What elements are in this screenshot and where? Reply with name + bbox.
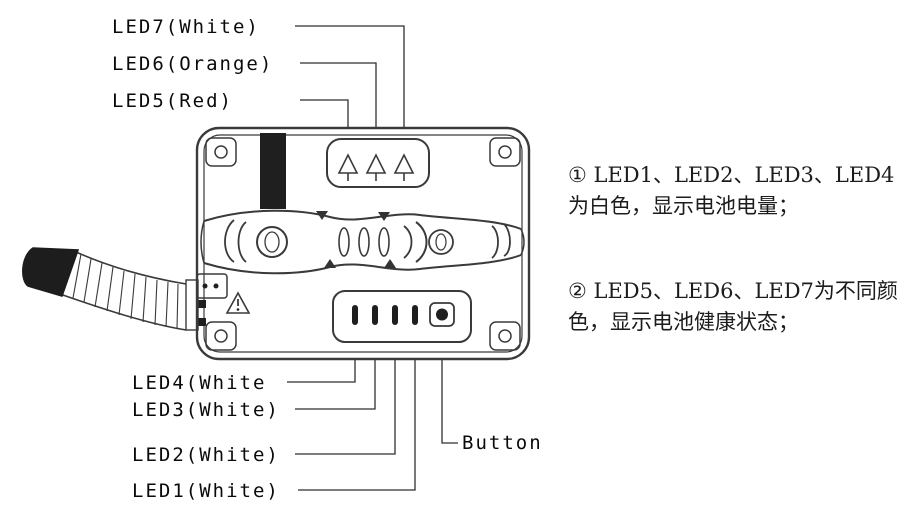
led7-leader-line	[295, 25, 405, 153]
led2-leader-line	[295, 327, 396, 455]
strap-tooth	[378, 212, 390, 221]
top-led-slot	[326, 138, 430, 188]
corner-screw-top-left	[205, 137, 237, 167]
note-2-line-1: ② LED5、LED6、LED7为不同颜	[568, 279, 898, 303]
bottom-led-slot	[332, 290, 472, 343]
led5-label: LED5(Red)	[112, 90, 233, 112]
note-2-line-2: 色，显示电池健康状态；	[568, 310, 799, 334]
button-leader-line	[441, 327, 458, 444]
body-dark-bar	[260, 133, 286, 209]
led1-indicator	[412, 305, 418, 325]
leader-lines	[287, 25, 458, 491]
led6-leader-line	[300, 62, 377, 153]
corner-screws	[205, 137, 521, 351]
led1-leader-line	[298, 327, 416, 491]
strap-tooth	[324, 259, 336, 268]
warning-triangle-icon	[225, 291, 251, 314]
button-label: Button	[462, 432, 543, 454]
led2-indicator	[392, 305, 398, 325]
led6-label: LED6(Orange)	[112, 53, 274, 75]
led3-label: LED3(White)	[132, 399, 280, 421]
led1-label: LED1(White)	[132, 480, 280, 502]
strap-tooth	[384, 259, 396, 268]
note-1: ① LED1、LED2、LED3、LED4 为白色，显示电池电量；	[568, 160, 900, 222]
note-1-line-1: ① LED1、LED2、LED3、LED4	[568, 163, 895, 187]
note-2: ② LED5、LED6、LED7为不同颜 色，显示电池健康状态；	[568, 276, 900, 338]
cable-end-cap	[22, 247, 80, 297]
battery-button	[429, 302, 455, 327]
cable-connector	[185, 273, 251, 331]
led2-label: LED2(White)	[132, 444, 280, 466]
corner-screw-bottom-right	[489, 321, 521, 351]
led7-label: LED7(White)	[112, 16, 260, 38]
battery-body	[195, 126, 531, 361]
grip-strap	[200, 209, 525, 275]
led3-indicator	[372, 305, 378, 325]
note-1-line-2: 为白色，显示电池电量；	[568, 194, 799, 218]
corner-screw-top-right	[489, 137, 521, 167]
corner-screw-bottom-left	[205, 321, 237, 351]
cable	[22, 247, 187, 331]
led4-indicator	[352, 305, 358, 325]
led4-label: LED4(White	[132, 372, 267, 394]
strap-tooth	[316, 211, 328, 220]
